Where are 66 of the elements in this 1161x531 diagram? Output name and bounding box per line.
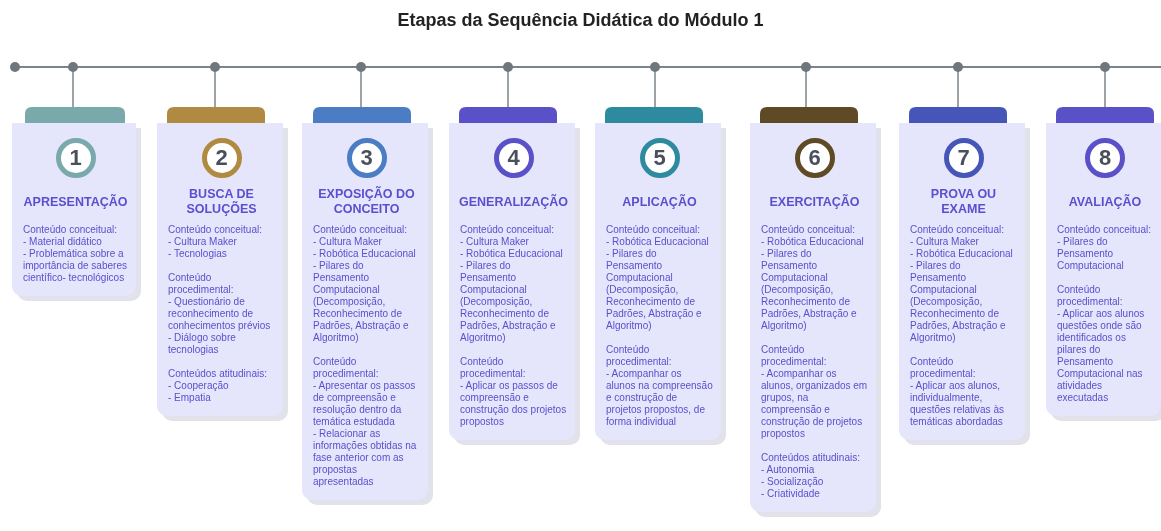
step-heading: EXERCITAÇÃO <box>768 193 861 211</box>
step-number: 8 <box>1085 138 1125 178</box>
list-item: - Relacionar as informações obtidas na fase anterior com as propostas apresentadas <box>313 428 418 488</box>
step-heading: PROVA OU EXAME <box>929 186 998 218</box>
title: Etapas da Sequência Didática do Módulo 1 <box>396 10 765 31</box>
step-number: 5 <box>639 138 680 178</box>
list-item: - Pilares do Pensamento Computacional (Decomposição, Reconhecimento de Padrões, Abstração e Algoritmo) <box>606 248 703 332</box>
section-heading: Conteúdo conceitual: <box>606 224 701 236</box>
list-item: - Diálogo sobre tecnologias <box>168 332 237 356</box>
section-heading: Conteúdo procedimental: <box>313 356 380 380</box>
list-item: - Robótica Educacional <box>761 236 865 248</box>
list-item: - Pilares do Pensamento Computacional (Decomposição, Reconhecimento de Padrões, Abstração e Algoritmo) <box>761 248 858 332</box>
list-item: - Pilares do Pensamento Computacional (Decomposição, Reconhecimento de Padrões, Abstração e Algoritmo) <box>460 260 557 344</box>
step-number: 3 <box>346 138 387 178</box>
list-item: - Robótica Educacional <box>910 248 1014 260</box>
section-heading: Conteúdo conceitual: <box>761 224 856 236</box>
step-number: 1 <box>55 138 96 178</box>
list-item: - Pilares do Pensamento Computacional (Decomposição, Reconhecimento de Padrões, Abstração e Algoritmo) <box>313 260 410 344</box>
list-item: - Pilares do Pensamento Computacional <box>1057 236 1125 272</box>
section-heading: Conteúdos atitudinais: <box>168 368 268 380</box>
section-heading: Conteúdo procedimental: <box>910 356 977 380</box>
section-heading: Conteúdo conceitual: <box>168 224 263 236</box>
list-item: - Aplicar os passos de compreensão e construção dos projetos propostos <box>460 380 567 428</box>
list-item: - Robótica Educacional <box>460 248 564 260</box>
list-item: - Aplicar aos alunos, individualmente, questões relativas às temáticas abordadas <box>910 380 1005 428</box>
step-heading: BUSCA DE SOLUÇÕES <box>185 186 258 218</box>
section-heading: Conteúdo conceitual: <box>313 224 408 236</box>
list-item: - Criatividade <box>761 488 821 500</box>
section-heading: Conteúdo procedimental: <box>168 272 235 296</box>
list-item: - Acompanhar os alunos na compreensão e construção de projetos propostos, de forma individual <box>606 368 713 428</box>
section-heading: Conteúdo procedimental: <box>761 344 828 368</box>
list-item: - Questionário de reconhecimento de conhecimentos prévios <box>168 296 272 332</box>
list-item: - Tecnologias <box>168 248 228 260</box>
list-item: - Cultura Maker <box>910 236 980 248</box>
list-item: - Apresentar os passos de compreensão e resolução dentro da temática estudada <box>313 380 417 428</box>
list-item: - Aplicar aos alunos questões onde são identificados os pilares do Pensamento Computacional nas atividades executadas <box>1057 308 1146 404</box>
list-item: - Material didático <box>23 236 103 248</box>
list-item: - Cultura Maker <box>313 236 383 248</box>
section-heading: Conteúdo conceitual: <box>1057 224 1152 236</box>
list-item: - Autonomia <box>761 464 816 476</box>
step-heading: EXPOSIÇÃO DO CONCEITO <box>317 185 416 218</box>
list-item: - Robótica Educacional <box>313 248 417 260</box>
list-item: - Pilares do Pensamento Computacional (Decomposição, Reconhecimento de Padrões, Abstração e Algoritmo) <box>910 260 1007 344</box>
list-item: - Socialização <box>761 476 825 488</box>
list-item: - Robótica Educacional <box>606 236 710 248</box>
list-item: - Empatia <box>168 392 212 404</box>
list-item: - Problemática sobre a importância de saberes científico- tecnológicos <box>23 248 128 284</box>
step-number: 2 <box>201 138 242 178</box>
step-number: 6 <box>794 138 835 178</box>
list-item: - Cultura Maker <box>460 236 530 248</box>
list-item: - Cooperação <box>168 380 230 392</box>
section-heading: Conteúdo conceitual: <box>23 224 118 236</box>
step-number: 7 <box>943 138 984 178</box>
section-heading: Conteúdo conceitual: <box>910 224 1005 236</box>
section-heading: Conteúdo conceitual: <box>460 224 555 236</box>
step-number: 4 <box>493 138 534 178</box>
step-heading: APRESENTAÇÃO <box>23 193 128 211</box>
section-heading: Conteúdo procedimental: <box>606 344 673 368</box>
list-item: - Cultura Maker <box>168 236 238 248</box>
list-item: - Acompanhar os alunos, organizados em grupos, na compreensão e construção de projetos propostos <box>761 368 868 440</box>
section-heading: Conteúdos atitudinais: <box>761 452 861 464</box>
step-heading: APLICAÇÃO <box>621 193 698 211</box>
step-heading: AVALIAÇÃO <box>1067 193 1143 211</box>
section-heading: Conteúdo procedimental: <box>460 356 527 380</box>
section-heading: Conteúdo procedimental: <box>1057 284 1124 308</box>
step-heading: GENERALIZAÇÃO <box>460 193 567 211</box>
